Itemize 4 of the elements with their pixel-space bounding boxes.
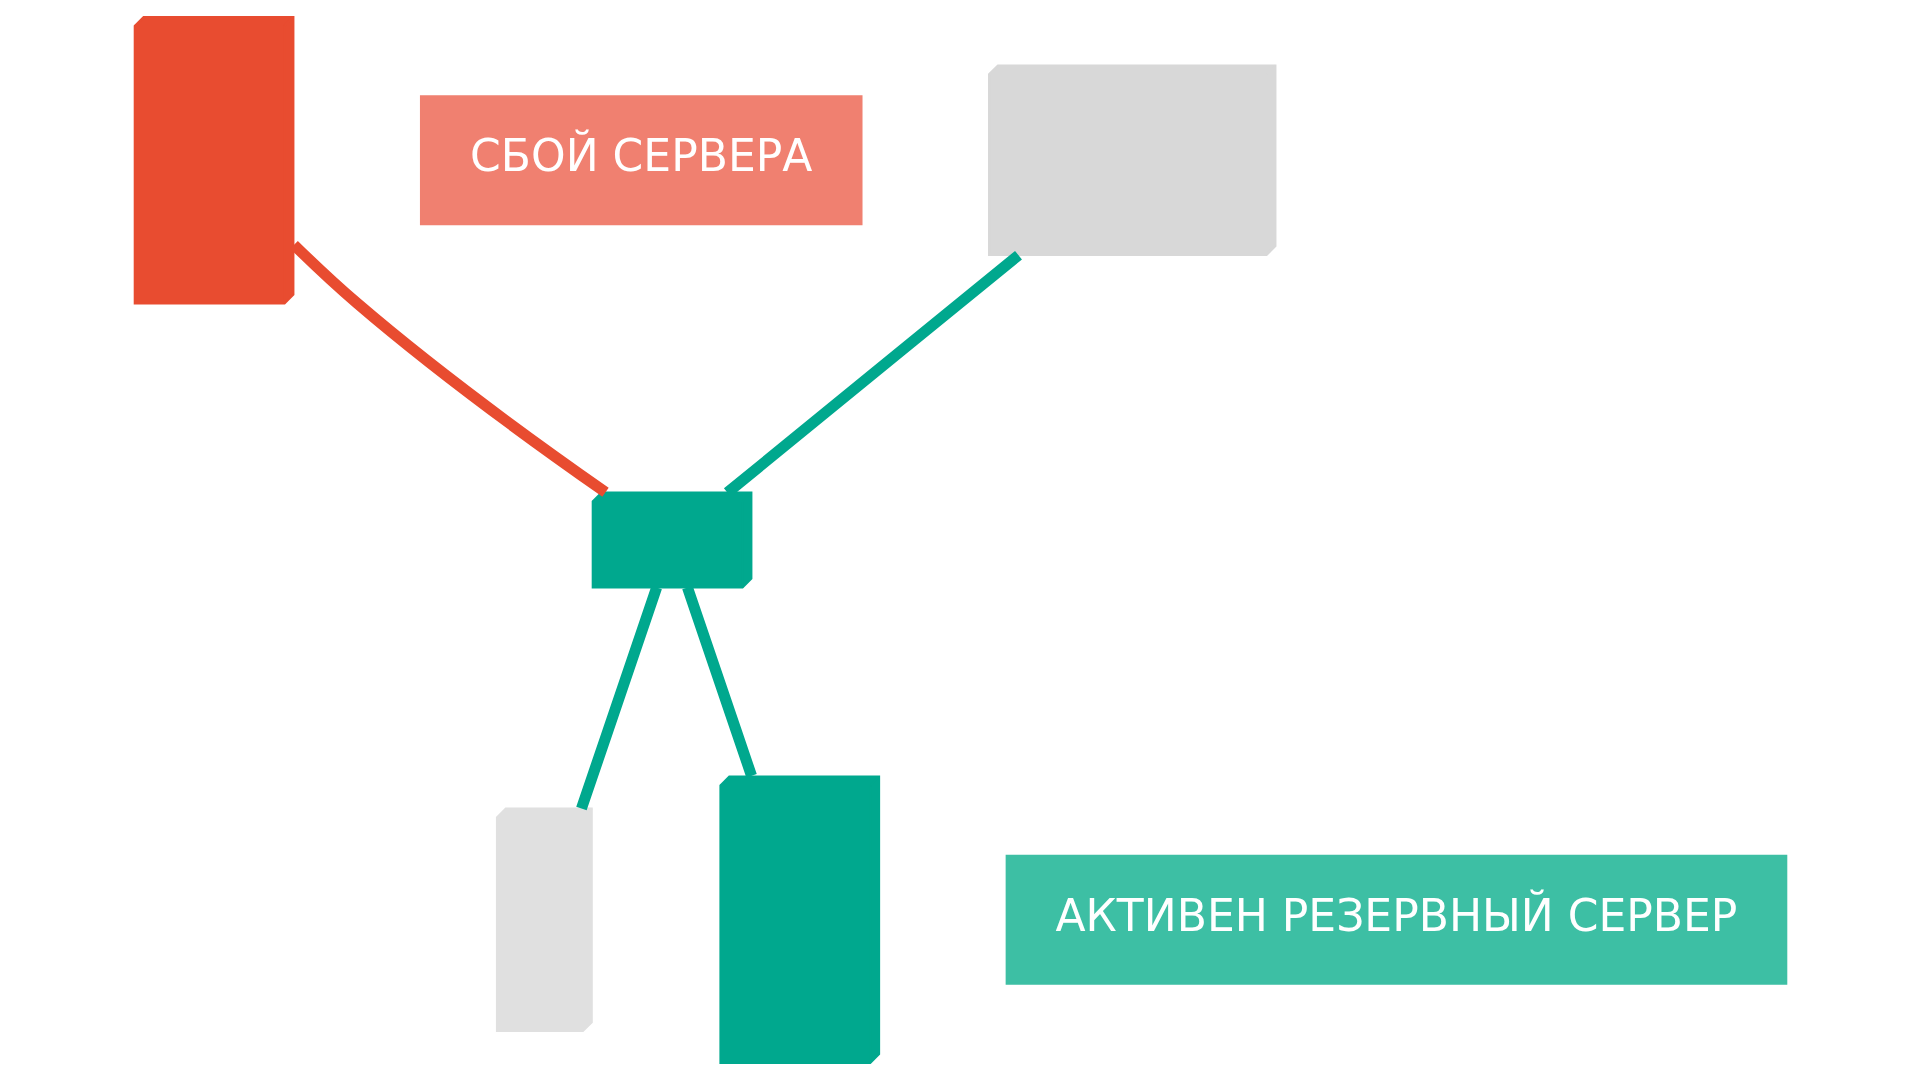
connector <box>575 585 662 811</box>
node-box: АКТИВЕН РЕЗЕРВНЫЙ СЕРВЕР <box>1005 854 1787 985</box>
connector <box>681 585 757 778</box>
node-box: СБОЙ СЕРВЕРА <box>419 95 862 226</box>
